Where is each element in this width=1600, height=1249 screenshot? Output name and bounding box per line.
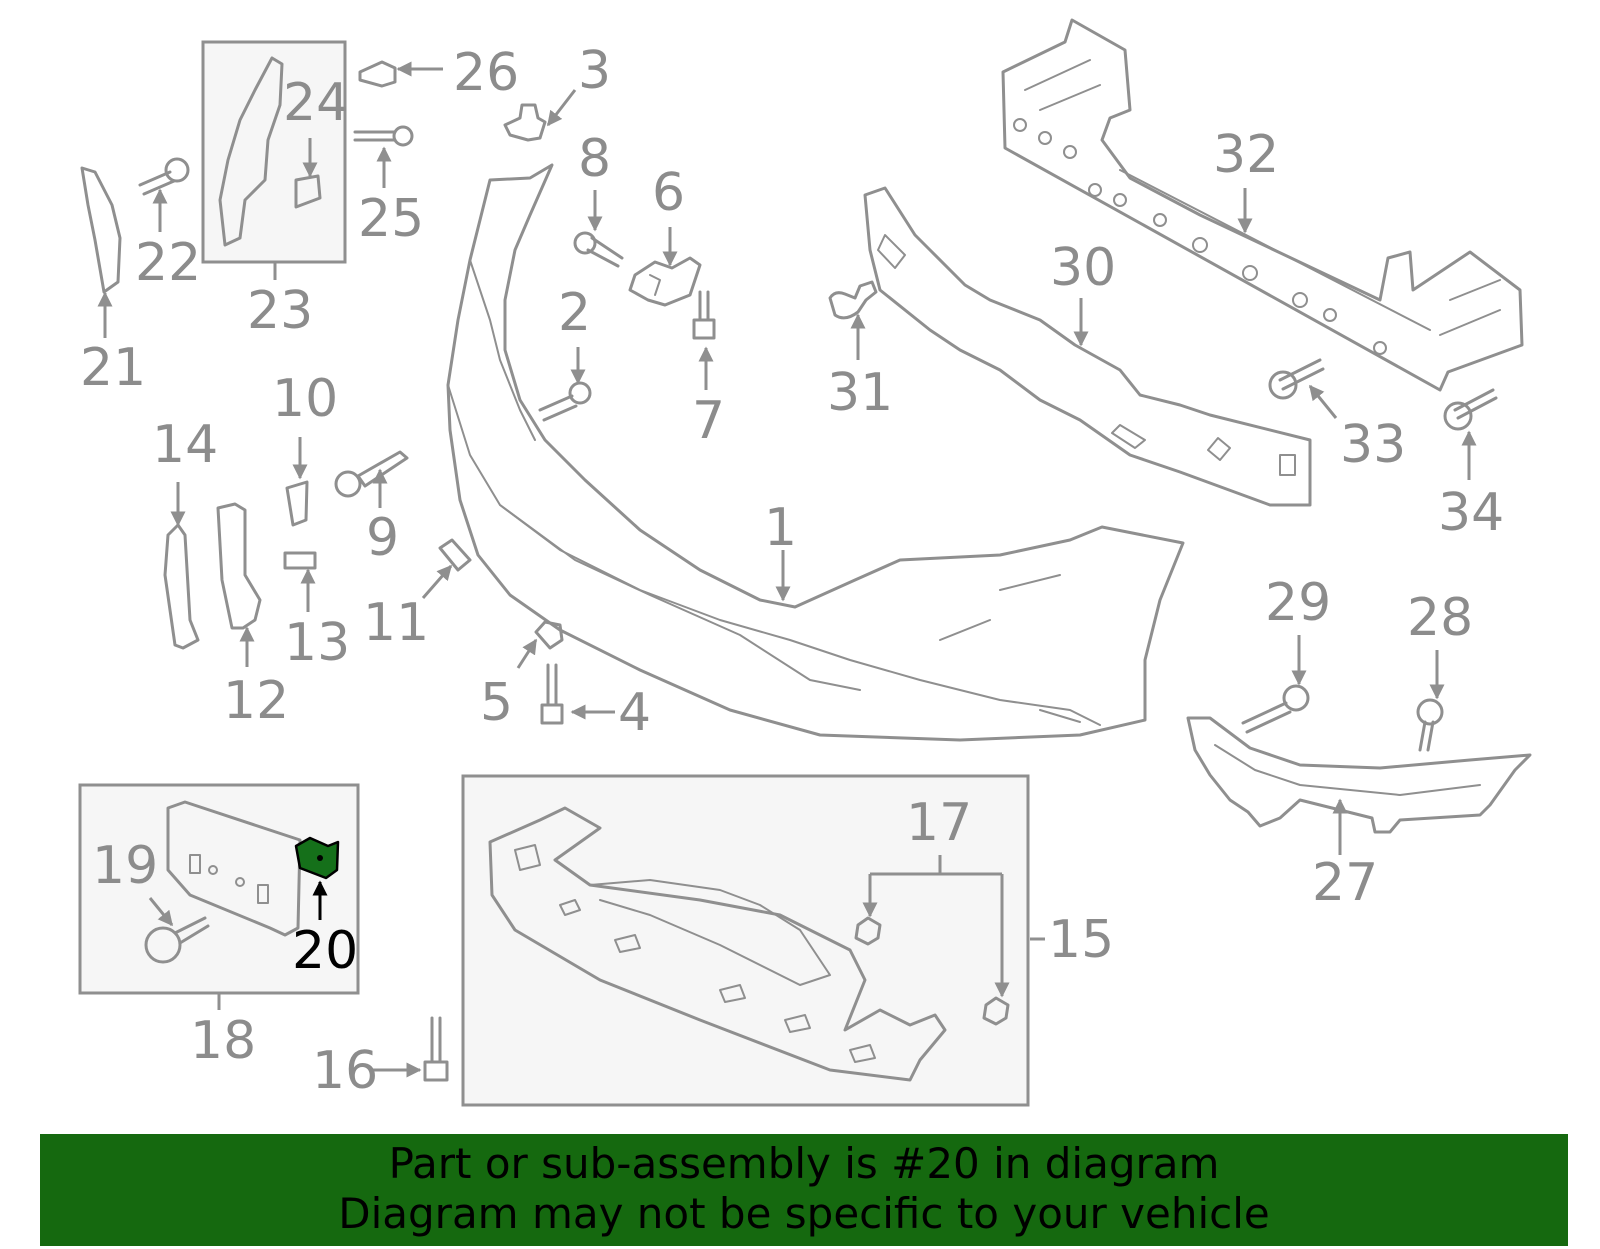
callout-labels: 1 2 3 4 5 6 7 8 9 10 11 12 13 14 15 16 1… — [80, 41, 1504, 1101]
callout-11: 11 — [363, 593, 429, 653]
part-28-bolt — [1416, 698, 1444, 752]
callout-34: 34 — [1438, 483, 1504, 543]
info-banner: Part or sub-assembly is #20 in diagram D… — [40, 1134, 1568, 1246]
part-32-reinforcement — [1001, 18, 1524, 392]
callout-4: 4 — [618, 683, 651, 743]
leader-lines — [97, 61, 1477, 1078]
part-21-bracket — [80, 166, 122, 294]
part-14-bracket — [163, 523, 200, 650]
callout-2: 2 — [558, 283, 591, 343]
part-2-bolt — [538, 381, 592, 422]
part-31-clip — [828, 280, 878, 320]
callout-19: 19 — [92, 836, 158, 896]
callout-12: 12 — [223, 671, 289, 731]
part-27-bracket — [1186, 716, 1532, 834]
banner-line-2: Diagram may not be specific to your vehi… — [338, 1189, 1270, 1238]
callout-21: 21 — [80, 338, 146, 398]
callout-9: 9 — [366, 508, 399, 568]
callout-8: 8 — [578, 129, 611, 189]
subassembly-box-18 — [78, 783, 360, 995]
part-25-bolt — [353, 125, 414, 147]
part-10-clip — [285, 480, 309, 527]
part-34-bolt — [1443, 388, 1498, 431]
callout-33: 33 — [1340, 415, 1406, 475]
part-15-undercover — [488, 806, 947, 1082]
callout-24: 24 — [283, 73, 349, 133]
callout-28: 28 — [1407, 588, 1473, 648]
callout-6: 6 — [652, 163, 685, 223]
part-18-plate — [166, 800, 302, 937]
part-13-clip — [283, 551, 317, 570]
callout-20: 20 — [292, 921, 358, 981]
callout-18: 18 — [190, 1011, 256, 1071]
callout-3: 3 — [578, 41, 611, 101]
part-29-bolt — [1241, 684, 1310, 734]
part-11-clip — [438, 538, 472, 572]
part-4-bolt — [540, 663, 564, 725]
callout-32: 32 — [1213, 125, 1279, 185]
part-20-clip-highlighted — [294, 836, 340, 880]
callout-13: 13 — [284, 613, 350, 673]
part-16-bolt — [423, 1016, 449, 1082]
callout-27: 27 — [1312, 853, 1378, 913]
callout-15: 15 — [1048, 910, 1114, 970]
callout-22: 22 — [135, 233, 201, 293]
part-22-bolt — [138, 157, 190, 196]
part-17-clips — [854, 916, 1010, 1026]
part-3-clip — [503, 103, 547, 142]
part-1-bumper-cover — [446, 163, 1185, 742]
callout-5: 5 — [480, 673, 513, 733]
subassembly-box-15 — [461, 774, 1030, 1107]
callout-26: 26 — [453, 43, 519, 103]
callout-10: 10 — [272, 369, 338, 429]
subassembly-box-23 — [201, 40, 347, 264]
part-30-absorber — [863, 186, 1312, 507]
callout-23: 23 — [247, 281, 313, 341]
part-9-eye-bolt — [334, 450, 409, 498]
callout-7: 7 — [692, 391, 725, 451]
part-8-bolt — [573, 231, 624, 268]
part-5-clip — [534, 620, 564, 650]
banner-line-1: Part or sub-assembly is #20 in diagram — [388, 1139, 1220, 1188]
callout-17: 17 — [906, 793, 972, 853]
callout-30: 30 — [1050, 238, 1116, 298]
part-6-bracket — [628, 256, 702, 307]
part-19-screw — [144, 916, 210, 964]
part-26-clip — [358, 60, 397, 88]
callout-25: 25 — [358, 189, 424, 249]
callout-1: 1 — [764, 498, 797, 558]
part-33-bolt — [1268, 358, 1325, 400]
callout-14: 14 — [152, 415, 218, 475]
callout-16: 16 — [312, 1041, 378, 1101]
part-12-bracket — [216, 502, 262, 630]
callout-29: 29 — [1265, 573, 1331, 633]
callout-31: 31 — [827, 363, 893, 423]
part-7-bolt — [692, 290, 716, 340]
